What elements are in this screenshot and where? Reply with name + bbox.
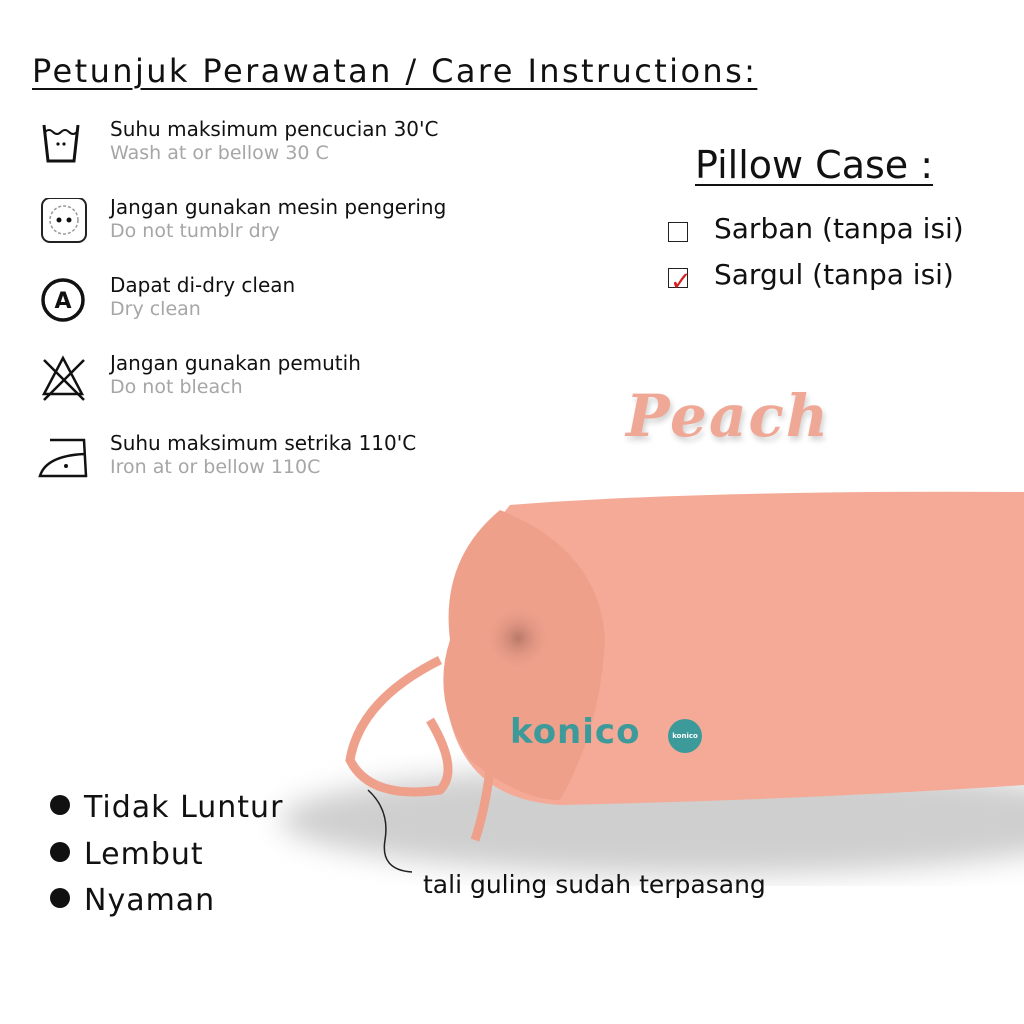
care-item-wash: Suhu maksimum pencucian 30'C Wash at or … <box>38 117 518 180</box>
checkbox-unchecked[interactable] <box>668 222 688 242</box>
feature-item: Tidak Luntur <box>50 790 283 825</box>
tie-string-loop <box>345 655 453 797</box>
checkbox-checked[interactable]: ✓ <box>668 267 692 297</box>
care-subtext: Do not bleach <box>110 376 243 398</box>
feature-label: Lembut <box>84 837 204 872</box>
care-subtext: Do not tumblr dry <box>110 220 280 242</box>
wash-30-icon <box>42 124 80 163</box>
bolster-pillow-image <box>280 491 1024 875</box>
svg-text:A: A <box>54 289 71 314</box>
brand-badge: konico <box>668 719 702 753</box>
option-label: Sargul (tanpa isi) <box>714 258 954 291</box>
feature-label: Tidak Luntur <box>84 790 284 825</box>
pillow-case-title: Pillow Case : <box>695 143 934 187</box>
pillow-body <box>448 491 1024 805</box>
care-subtext: Iron at or bellow 110C <box>110 456 321 478</box>
no-tumble-dry-icon <box>41 198 87 243</box>
care-item-dryclean: A Dapat di-dry clean Dry clean <box>38 273 518 336</box>
care-text: Dapat di-dry clean <box>110 273 296 297</box>
care-item-tumble: Jangan gunakan mesin pengering Do not tu… <box>38 195 518 258</box>
bullet-icon <box>50 842 70 862</box>
feature-item: Lembut <box>50 837 204 872</box>
tie-caption: tali guling sudah terpasang <box>423 870 766 899</box>
bullet-icon <box>50 795 70 815</box>
dry-clean-icon: A <box>41 278 85 322</box>
brand-logo: konico <box>510 712 641 752</box>
care-item-iron: Suhu maksimum setrika 110'C Iron at or b… <box>38 431 518 494</box>
care-item-bleach: Jangan gunakan pemutih Do not bleach <box>38 351 518 414</box>
option-label: Sarban (tanpa isi) <box>714 212 964 245</box>
care-text: Suhu maksimum setrika 110'C <box>110 431 417 455</box>
care-text: Jangan gunakan pemutih <box>110 351 361 375</box>
caption-pointer-line <box>367 789 413 873</box>
check-icon: ✓ <box>670 267 692 297</box>
feature-item: Nyaman <box>50 883 215 918</box>
color-name: Peach <box>626 382 831 450</box>
feature-label: Nyaman <box>84 883 216 918</box>
no-bleach-icon <box>41 355 85 401</box>
care-text: Suhu maksimum pencucian 30'C <box>110 117 439 141</box>
care-instructions-title: Petunjuk Perawatan / Care Instructions: <box>32 52 758 90</box>
care-subtext: Dry clean <box>110 298 201 320</box>
bullet-icon <box>50 888 70 908</box>
iron-110-icon <box>38 438 88 478</box>
tie-string-end <box>464 669 495 842</box>
care-text: Jangan gunakan mesin pengering <box>110 195 447 219</box>
care-subtext: Wash at or bellow 30 C <box>110 142 329 164</box>
